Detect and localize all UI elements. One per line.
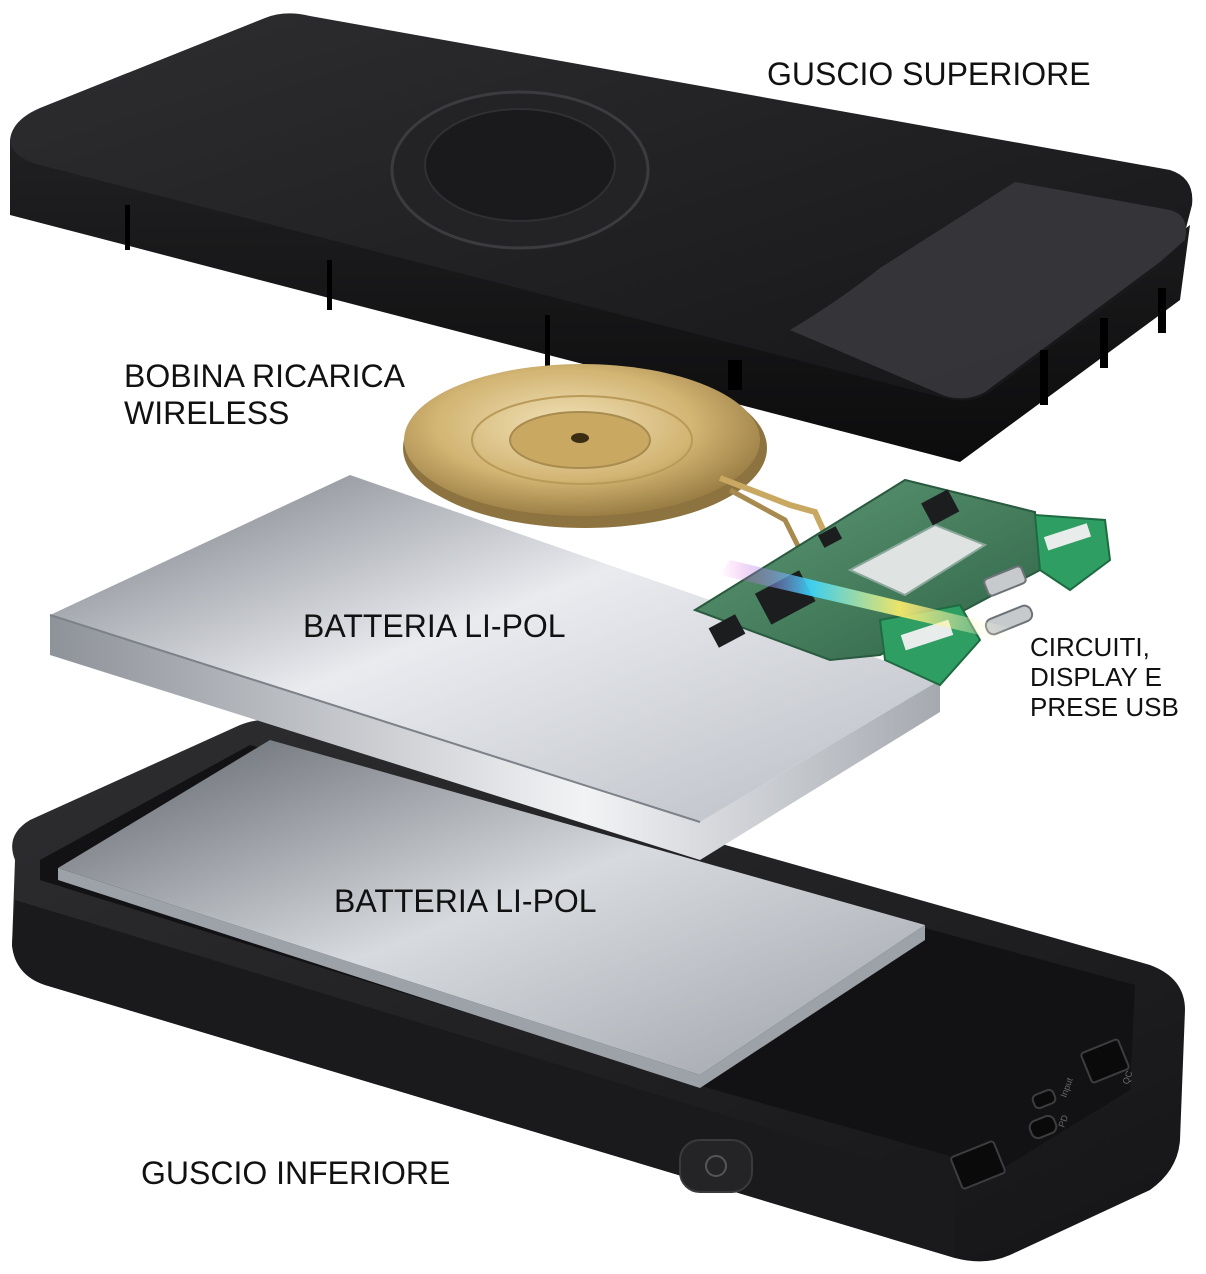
- label-circuits: CIRCUITI, DISPLAY E PRESE USB: [1030, 632, 1179, 723]
- label-circuits-line1: CIRCUITI,: [1030, 632, 1150, 662]
- pcb-usb-a-port-2: [1033, 513, 1112, 592]
- label-top-shell: GUSCIO SUPERIORE: [767, 56, 1091, 92]
- top-shell: [10, 13, 1193, 462]
- wireless-pad: [424, 108, 616, 222]
- bottom-port-pd: [1028, 1114, 1058, 1140]
- power-button: [679, 1139, 753, 1193]
- battery-upper: [49, 475, 940, 860]
- label-bottom-shell: GUSCIO INFERIORE: [141, 1155, 451, 1191]
- port-label-pd: PD: [1056, 1113, 1070, 1129]
- battery-lower-face: [58, 740, 925, 1075]
- wireless-coil: [403, 364, 833, 552]
- light-flare: [720, 560, 1020, 642]
- label-battery-upper: BATTERIA LI-POL: [303, 608, 566, 644]
- pcb-micro-usb-port: [983, 565, 1027, 597]
- label-wireless-coil-line1: BOBINA RICARICA: [124, 358, 405, 394]
- coil-hole: [571, 433, 589, 443]
- label-wireless-coil: BOBINA RICARICA WIRELESS: [124, 358, 405, 432]
- port-label-qc: QC: [1120, 1069, 1134, 1086]
- bottom-port-input: [1031, 1088, 1057, 1110]
- label-circuits-line3: PRESE USB: [1030, 691, 1179, 722]
- coil-lead-wire-2: [728, 487, 803, 552]
- power-icon: [705, 1155, 727, 1177]
- battery-lower: [58, 740, 925, 1088]
- bottom-port-qc: [950, 1140, 1006, 1190]
- label-circuits-line2: DISPLAY E: [1030, 661, 1162, 692]
- top-shell-display-window: [790, 182, 1186, 399]
- coil-winding: [471, 395, 693, 485]
- pcb-led-display: [847, 523, 988, 597]
- top-shell-vents: [125, 205, 1166, 405]
- circuit-board: [692, 478, 1112, 687]
- battery-upper-face: [50, 475, 940, 822]
- coil-lead-wire: [718, 475, 833, 547]
- bottom-port-usb-a: [1080, 1038, 1130, 1084]
- label-battery-lower: BATTERIA LI-POL: [334, 883, 597, 919]
- label-wireless-coil-line2: WIRELESS: [124, 394, 290, 431]
